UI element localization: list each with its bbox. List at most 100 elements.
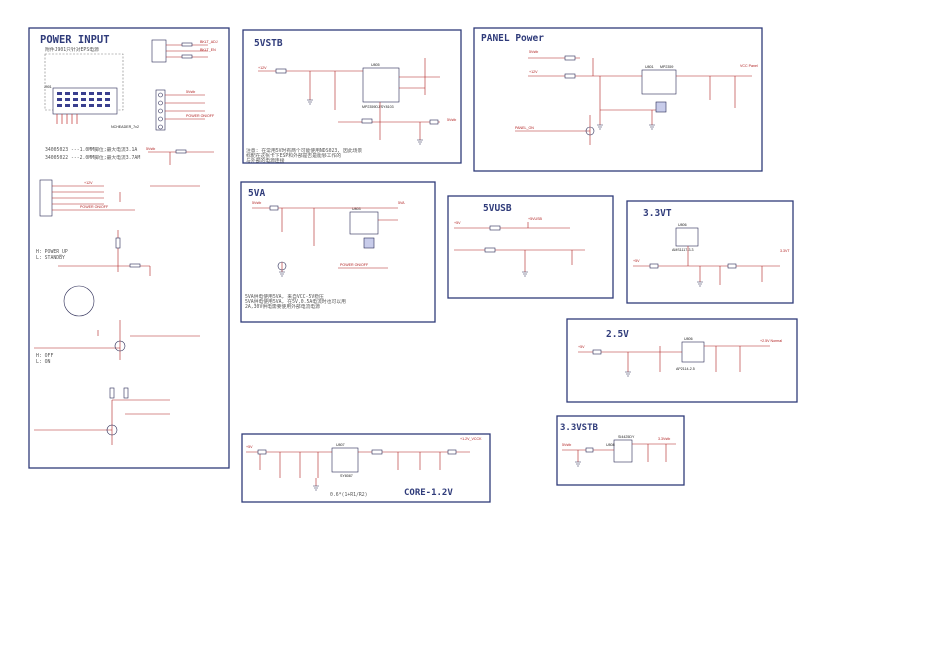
net-label: +5V xyxy=(454,221,461,225)
block-frame xyxy=(241,433,491,503)
block-frame xyxy=(447,195,614,299)
block-title: 5VA xyxy=(248,188,265,199)
net-bklt-en: BKLT_EN xyxy=(200,48,216,52)
block-core: CORE-1.2V 0.6*(1+R1/R2) U807 SY8087 +5V … xyxy=(241,433,491,503)
block-5va: 5VA U803 5Vstb 5VA POWER ON/OFF 5VA供电使用5… xyxy=(240,181,436,323)
ic-ref: U807 xyxy=(336,443,345,447)
pin-circles xyxy=(158,92,163,130)
block-title: 2.5V xyxy=(606,329,629,340)
transistor xyxy=(585,126,595,136)
block-frame xyxy=(242,29,462,164)
ic-u807 xyxy=(331,447,359,473)
ic-ref: U806 xyxy=(678,223,687,227)
ic-u806 xyxy=(675,227,699,247)
net-power-on-2: POWER ON/OFF xyxy=(80,205,109,209)
inductor xyxy=(275,68,287,74)
net-5vstb: 5Vstb xyxy=(146,147,155,151)
transistor xyxy=(114,340,126,352)
block-power-input: POWER INPUT 附件J901只针对EPS电源 NCHEADER_7x2 … xyxy=(28,27,230,469)
net-label: +12V xyxy=(258,66,267,70)
transistor xyxy=(106,424,118,436)
wires xyxy=(246,451,470,486)
resistor xyxy=(123,387,129,399)
net-label: 3.3Vstb xyxy=(658,437,670,441)
mosfet xyxy=(655,101,667,113)
block-panel-power: PANEL Power U801 MP2359 VCC Panel PANEL_… xyxy=(473,27,763,172)
wires xyxy=(58,230,151,276)
block-frame xyxy=(626,200,794,304)
block-note: 与外部的电源连接 xyxy=(246,157,285,164)
net-label: 5VA xyxy=(398,201,405,205)
net-bklt-adj: BKLT_ADJ xyxy=(200,40,218,44)
test-point xyxy=(63,285,95,317)
block-title: 3.3VT xyxy=(643,208,672,219)
ic-ref: U801 xyxy=(645,65,654,69)
transistor xyxy=(277,261,287,271)
block-title: 3.3VSTB xyxy=(560,423,599,433)
block-note: 标配在这张卡下ESP和外部是否是能够工作的 xyxy=(246,152,341,159)
block-note: 5VA供电使用5VA, 来自VCC-5V稳压 xyxy=(245,293,324,300)
ic-part: SY8087 xyxy=(340,474,353,478)
ic-ref: U808 xyxy=(606,443,615,447)
ferrite xyxy=(429,119,439,125)
net-label: POWER ON/OFF xyxy=(340,263,369,267)
net-label: 5Vstb xyxy=(447,118,456,122)
wires xyxy=(165,94,205,120)
wires xyxy=(258,58,440,110)
wires xyxy=(515,115,591,145)
connector-5pin xyxy=(155,89,166,131)
ic-u805 xyxy=(362,67,400,103)
net-label: 5Vstb xyxy=(562,443,571,447)
ic-u803 xyxy=(349,211,379,235)
fuse xyxy=(489,225,501,231)
net-label: +1.2V_VCCK xyxy=(460,437,482,441)
ferrite xyxy=(727,263,737,269)
ic-ref: U805 xyxy=(371,63,380,67)
connector-pins xyxy=(57,92,110,107)
wires xyxy=(52,185,135,211)
wires xyxy=(454,222,585,272)
connector-label: NCHEADER_7x2 xyxy=(111,125,139,129)
ic-part: MP2359DJ/SY8103 xyxy=(362,105,394,109)
block-title: POWER INPUT xyxy=(40,34,110,46)
block-frame xyxy=(473,27,763,172)
net-label: +12V xyxy=(529,70,538,74)
block-frame xyxy=(240,181,436,323)
wires xyxy=(119,185,200,202)
block-3v3t: 3.3VT U806 AMS1117-3.3 +5V 3.3VT xyxy=(626,200,794,304)
block-2v5: 2.5V U806 AP2114-2.5 +5V +2.5V Normal xyxy=(566,318,798,403)
net-label: 3.3VT xyxy=(780,249,790,253)
ic-part: MP2359 xyxy=(660,65,673,69)
net-5v: 5Vstb xyxy=(186,90,195,94)
wires xyxy=(148,151,214,165)
ferrite xyxy=(447,449,457,455)
inductor xyxy=(361,118,373,124)
block-5vusb: 5VUSB +5V +5VUSB xyxy=(447,195,614,299)
ferrite xyxy=(564,55,576,61)
connector-pin-stubs xyxy=(56,114,78,124)
block-note: 注意: 在常用5V时有两个可能使用NDS023, 因此场景 xyxy=(246,147,362,154)
block-note: 0.6*(1+R1/R2) xyxy=(330,492,368,498)
resistor xyxy=(129,263,141,268)
block-frame xyxy=(28,27,230,469)
block-title: CORE-1.2V xyxy=(404,488,453,498)
wires xyxy=(34,320,200,360)
wires xyxy=(338,102,440,140)
logic-note-1: H: POWER_UP xyxy=(36,249,68,255)
block-title: PANEL Power xyxy=(481,33,544,44)
block-frame xyxy=(556,415,685,486)
logic-note-3: H: OFF xyxy=(36,353,53,359)
wires xyxy=(633,246,780,285)
wires xyxy=(528,57,752,125)
ic-u806b xyxy=(681,341,705,363)
cable-note-1: 34005023 ---1.0MM脚位;最大电流3.1A xyxy=(45,146,137,153)
net-label: PANEL_ON xyxy=(515,126,534,130)
inductor xyxy=(484,247,496,253)
logic-note-4: L: ON xyxy=(36,359,51,365)
mosfet xyxy=(363,237,375,249)
ferrite xyxy=(585,447,594,453)
net-label: +5V xyxy=(246,445,253,449)
resistor xyxy=(181,42,193,47)
ic-ref: U803 xyxy=(352,207,361,211)
